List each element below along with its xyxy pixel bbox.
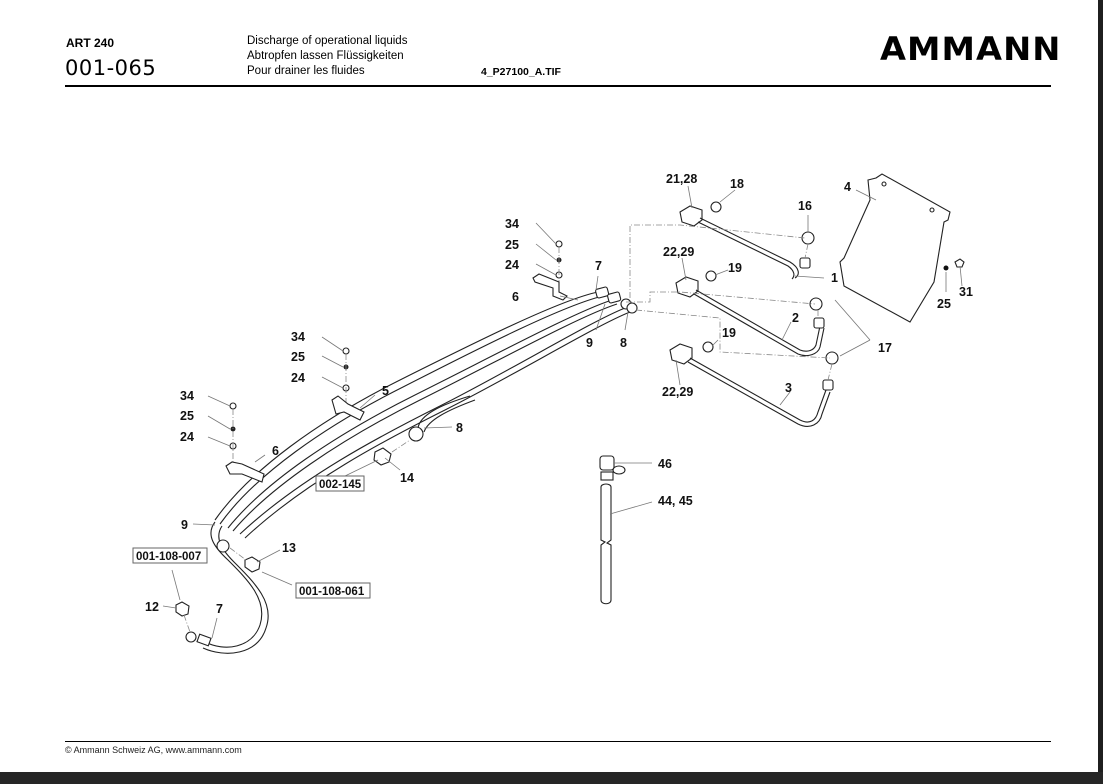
cover-plate-4 [839, 173, 965, 323]
bundle-fittings [595, 286, 638, 314]
label-part-17: 17 [878, 341, 892, 355]
reference-002-145[interactable]: 002-145 [315, 475, 365, 492]
label-part-24: 24 [291, 371, 305, 385]
ammann-logo: AMMANN [880, 30, 1062, 68]
label-part-9: 9 [181, 518, 188, 532]
bracket-stack-middle [331, 347, 365, 421]
label-part-34: 34 [180, 389, 194, 403]
image-file-name: 4_P27100_A.TIF [481, 66, 561, 78]
plug-14 [373, 447, 392, 466]
label-part-21-28: 21,28 [666, 172, 697, 186]
reference-label[interactable]: 001-108-007 [136, 551, 201, 563]
reference-001-108-061[interactable]: 001-108-061 [295, 582, 371, 599]
label-part-8: 8 [456, 421, 463, 435]
title-fr: Pour drainer les fluides [247, 65, 365, 77]
label-part-44-45: 44, 45 [658, 494, 693, 508]
label-part-4: 4 [844, 180, 851, 194]
label-part-5: 5 [382, 384, 389, 398]
hose-bundle [214, 291, 631, 539]
label-part-25: 25 [505, 238, 519, 252]
reference-001-108-007[interactable]: 001-108-007 [132, 547, 208, 564]
label-part-25: 25 [180, 409, 194, 423]
header-divider [65, 85, 1051, 87]
hose-7-loop [185, 521, 269, 654]
reference-label[interactable]: 001-108-061 [299, 586, 365, 598]
label-part-12: 12 [145, 600, 159, 614]
drain-tube-3 [669, 341, 839, 427]
label-part-2: 2 [792, 311, 799, 325]
footer-divider [65, 741, 1051, 742]
page-titles: Discharge of operational liquids Abtropf… [247, 34, 407, 79]
label-part-1: 1 [831, 271, 838, 285]
drain-hose-44-45 [599, 455, 626, 605]
title-de: Abtropfen lassen Flüssigkeiten [247, 50, 404, 62]
label-part-6: 6 [272, 444, 279, 458]
plug-13 [244, 556, 261, 573]
label-part-8: 8 [620, 336, 627, 350]
label-part-34: 34 [505, 217, 519, 231]
label-part-13: 13 [282, 541, 296, 555]
viewer-bottom-bar [0, 772, 1103, 784]
part-labels: 1 2 3 4 5 6 6 7 7 8 8 9 9 12 13 14 16 17… [145, 172, 973, 616]
drain-tube-2 [675, 270, 825, 357]
label-part-24: 24 [180, 430, 194, 444]
label-part-18: 18 [730, 177, 744, 191]
assembly-lines [626, 224, 833, 381]
label-part-31: 31 [959, 285, 973, 299]
label-part-24: 24 [505, 258, 519, 272]
page-code: 001-065 [65, 56, 157, 80]
label-part-25: 25 [937, 297, 951, 311]
label-part-7: 7 [216, 602, 223, 616]
bracket-stack-lower [225, 402, 265, 483]
label-part-9: 9 [586, 336, 593, 350]
label-part-7: 7 [595, 259, 602, 273]
label-part-16: 16 [798, 199, 812, 213]
plug-12 [175, 601, 190, 617]
label-part-14: 14 [400, 471, 414, 485]
label-part-34: 34 [291, 330, 305, 344]
label-part-46: 46 [658, 457, 672, 471]
label-part-6: 6 [512, 290, 519, 304]
model-name: ART 240 [66, 36, 115, 50]
label-part-3: 3 [785, 381, 792, 395]
label-part-19: 19 [722, 326, 736, 340]
drain-tube-1 [679, 201, 815, 280]
hose-8-fitting [408, 426, 424, 442]
viewer-edge [1098, 0, 1103, 772]
title-en: Discharge of operational liquids [247, 35, 408, 47]
bracket-stack-upper [532, 240, 568, 301]
label-part-19: 19 [728, 261, 742, 275]
label-part-25: 25 [291, 350, 305, 364]
label-part-22-29: 22,29 [663, 245, 694, 259]
copyright-text: © Ammann Schweiz AG, www.ammann.com [65, 745, 242, 755]
label-part-22-29: 22,29 [662, 385, 693, 399]
reference-label[interactable]: 002-145 [319, 479, 362, 491]
leader-lines [162, 185, 963, 639]
